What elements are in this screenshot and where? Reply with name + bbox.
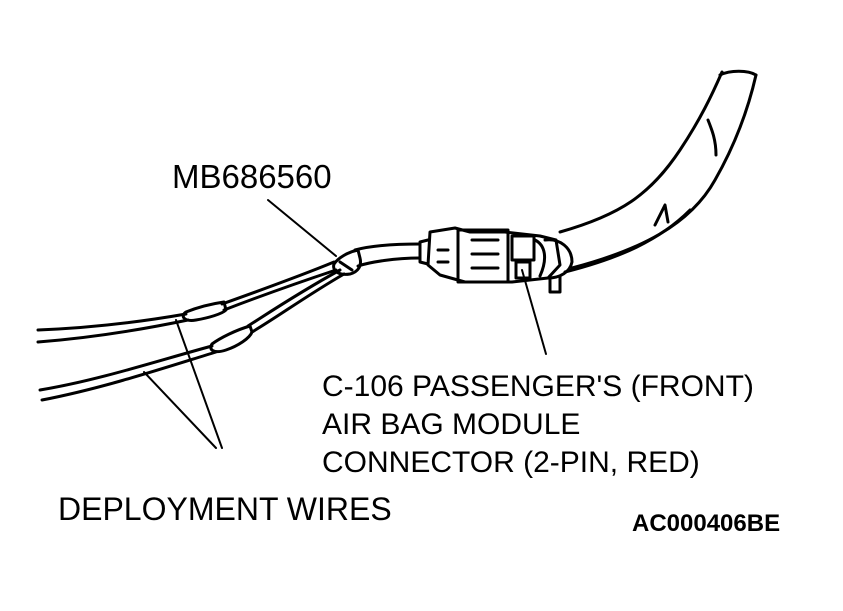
leader-connector [521,269,547,355]
harness-sleeve [558,69,758,274]
connector-wires [332,242,422,276]
deployment-wire-lower [38,268,346,402]
leader-lines [143,199,547,449]
leader-deploy-upper [175,319,223,449]
connector-label-line3: CONNECTOR (2-PIN, RED) [322,446,700,479]
leader-deploy-lower [143,371,217,449]
connector-label-line2: AIR BAG MODULE [322,408,581,441]
connector-label: C-106 PASSENGER'S (FRONT) AIR BAG MODULE… [322,368,754,482]
deployment-wire-upper [36,260,338,344]
part-number-label: MB686560 [172,158,332,195]
connector-label-line1: C-106 PASSENGER'S (FRONT) [322,370,754,403]
deployment-wires-label: DEPLOYMENT WIRES [58,491,392,527]
connector-body [418,226,574,294]
figure-code: AC000406BE [632,510,781,537]
leader-part-number [267,199,337,257]
